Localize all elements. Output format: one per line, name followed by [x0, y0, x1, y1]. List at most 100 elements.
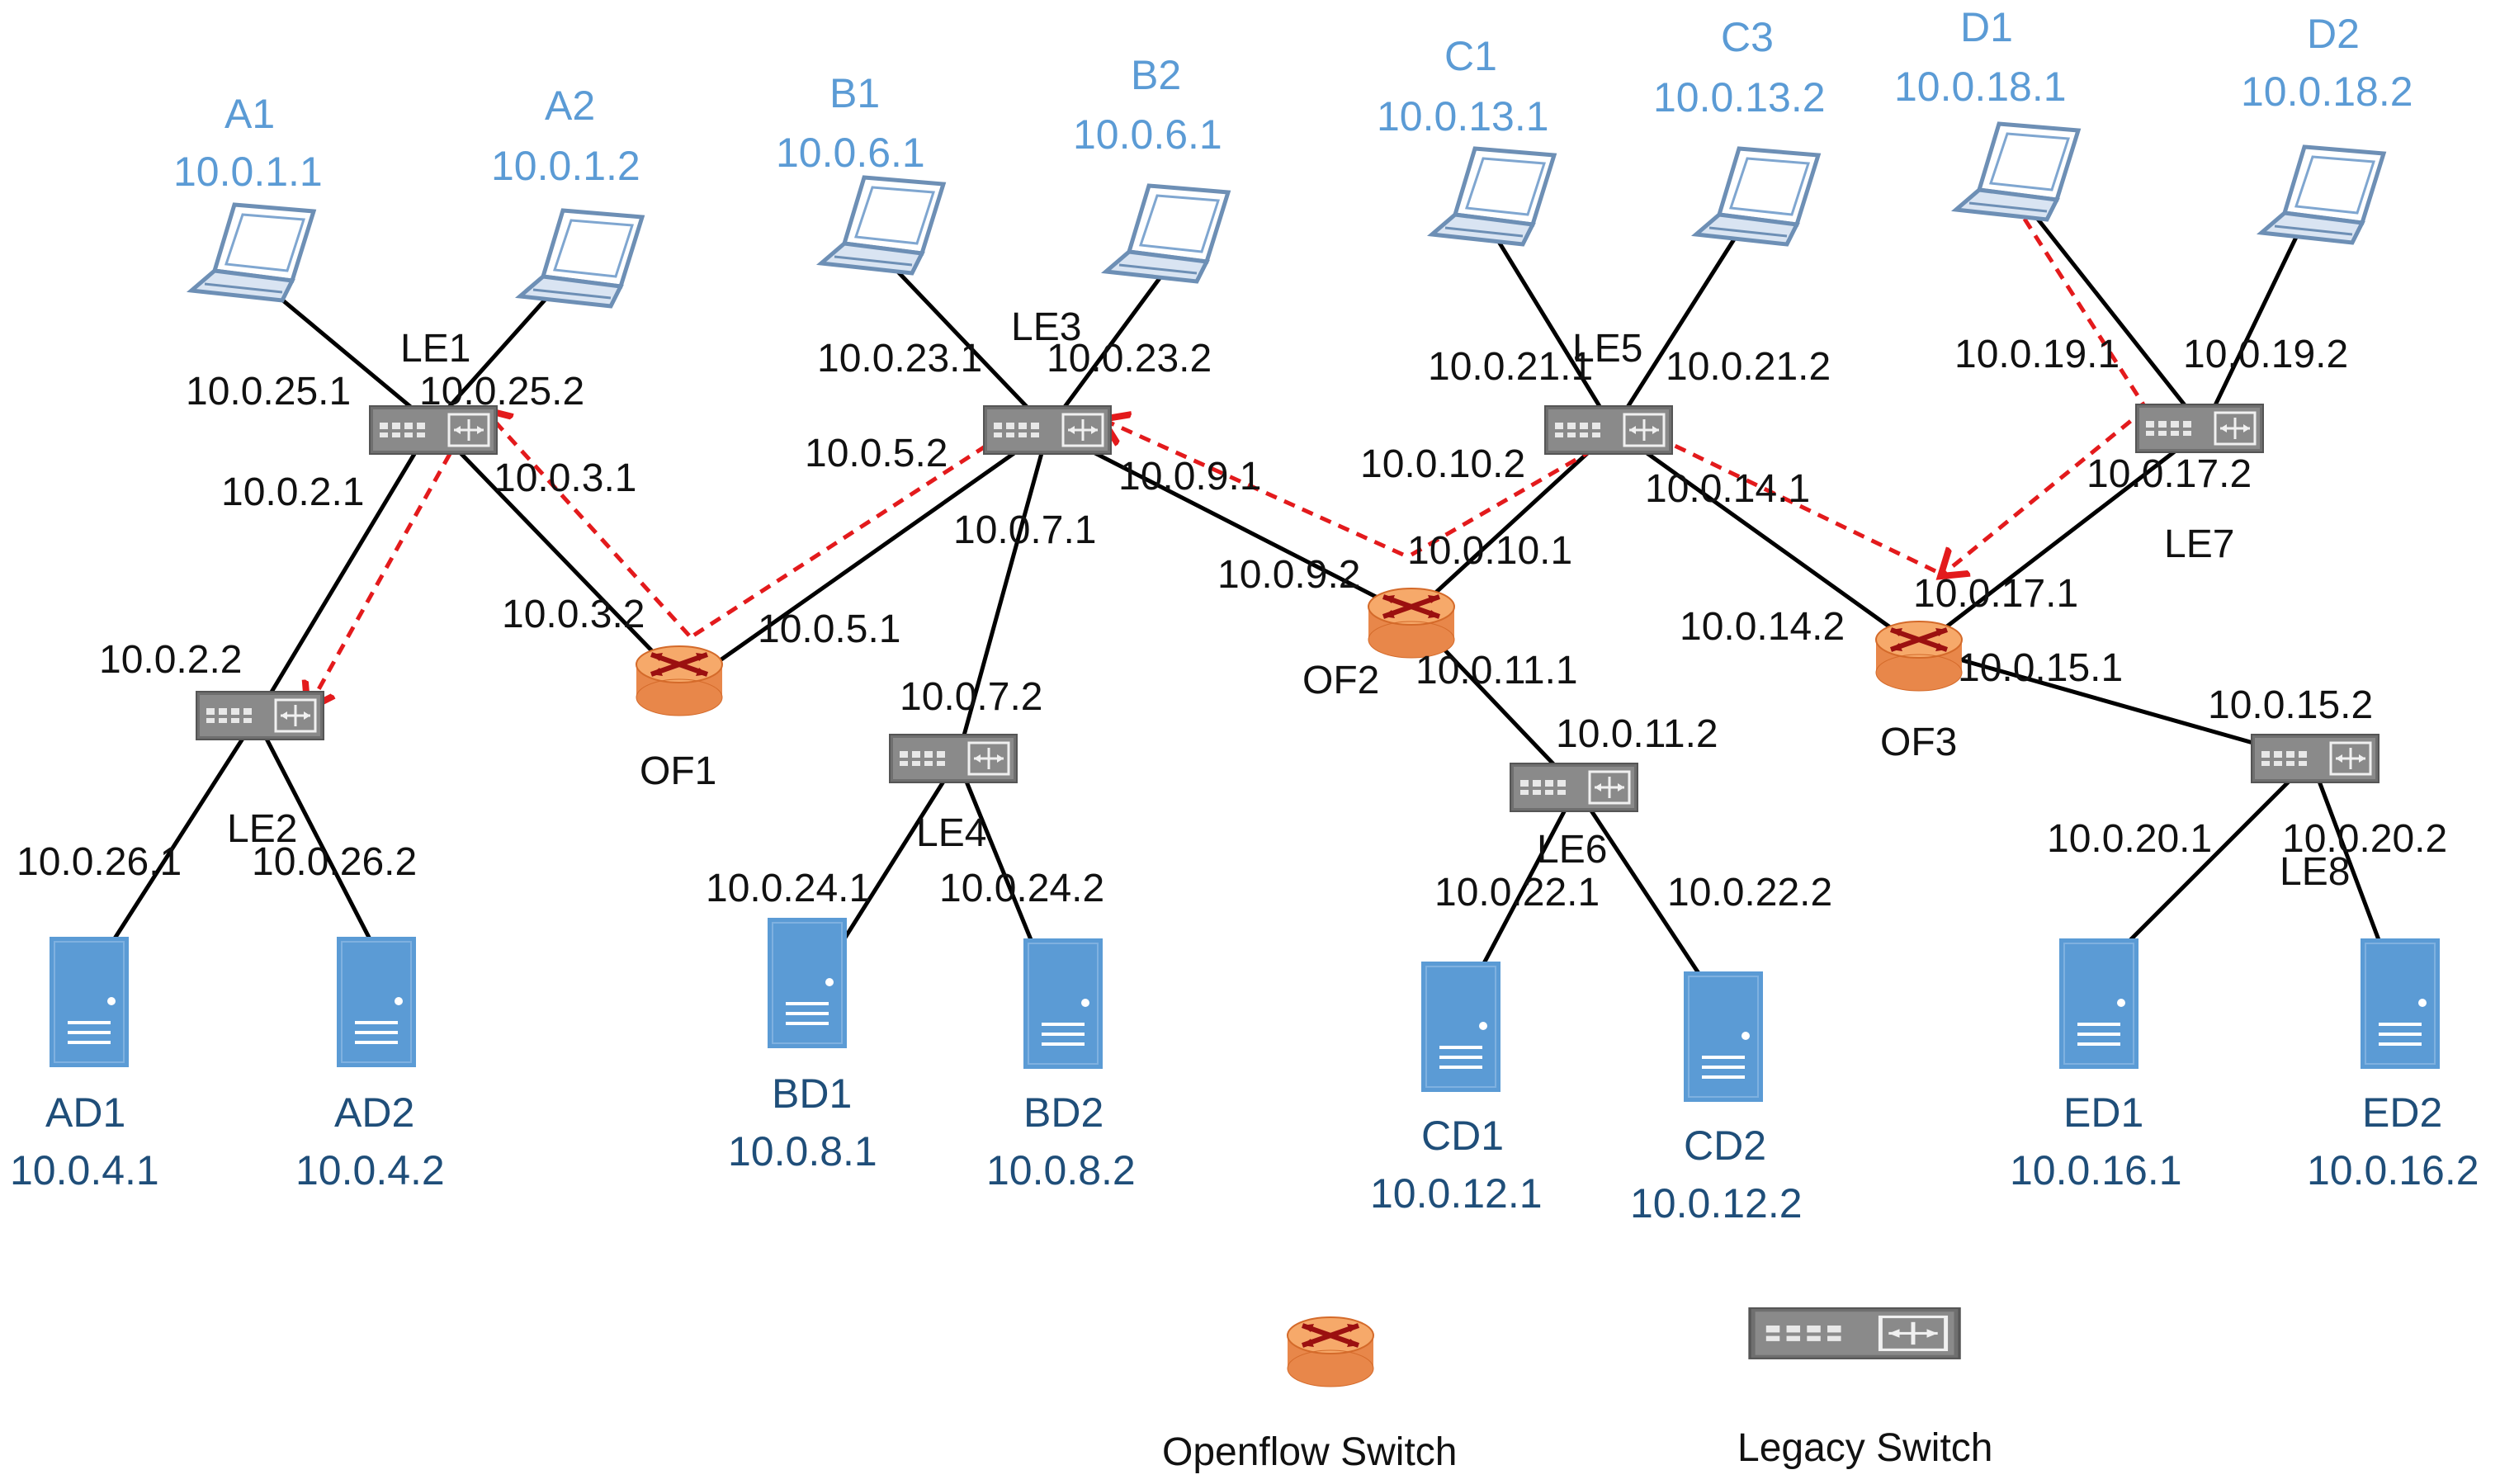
interface-ip: 10.0.19.1 [1954, 333, 2120, 376]
laptop-icon [1106, 186, 1228, 281]
host-a2[interactable]: A2 10.0.1.2 [491, 83, 642, 306]
host-ip: 10.0.13.1 [1377, 93, 1549, 139]
legacy-switch-le6[interactable]: LE6 [1509, 762, 1639, 872]
link-of1-le3 [683, 427, 1050, 688]
interface-ip-labels: 10.0.25.1 10.0.25.2 10.0.2.1 10.0.3.1 10… [17, 333, 2447, 915]
server-icon [1682, 970, 1765, 1104]
server-ed1[interactable]: ED1 10.0.16.1 [2010, 937, 2182, 1193]
server-name: ED1 [2063, 1089, 2143, 1136]
server-name: ED2 [2362, 1089, 2442, 1136]
switch-label: LE1 [400, 327, 470, 371]
host-b1[interactable]: B1 10.0.6.1 [776, 70, 943, 273]
openflow-switch-of1[interactable]: OF1 [636, 646, 722, 793]
interface-ip: 10.0.17.2 [2086, 452, 2252, 496]
host-name: D1 [1960, 4, 2013, 50]
legacy-switch-le5[interactable]: LE5 [1543, 327, 1674, 456]
server-ip: 10.0.8.1 [728, 1128, 877, 1174]
server-icon [335, 935, 418, 1069]
switch-icon [1543, 404, 1674, 456]
legacy-switch-le7[interactable]: LE7 [2134, 403, 2265, 566]
host-c3[interactable]: C3 10.0.13.2 [1653, 14, 1826, 244]
flow-arrow-of3-le5 [1670, 442, 1937, 574]
server-name: BD1 [772, 1070, 852, 1117]
server-ip: 10.0.4.2 [295, 1147, 445, 1193]
server-ip: 10.0.12.1 [1370, 1170, 1543, 1217]
host-ip: 10.0.6.1 [1073, 111, 1222, 158]
laptop-icon [191, 205, 314, 300]
interface-ip: 10.0.14.1 [1645, 467, 1810, 511]
server-icon [1420, 960, 1502, 1094]
router-icon [1876, 621, 1962, 691]
legacy-switch-le1[interactable]: LE1 [368, 327, 499, 456]
legacy-switch-le2[interactable]: LE2 [195, 690, 325, 851]
host-c1[interactable]: C1 10.0.13.1 [1377, 33, 1554, 244]
legacy-switch-le4[interactable]: LE4 [888, 733, 1018, 855]
switch-icon [1750, 1308, 1959, 1359]
interface-ip: 10.0.19.2 [2183, 333, 2348, 376]
flow-arrow-of1-le1 [487, 413, 691, 637]
link-le1-le2 [253, 428, 432, 720]
server-icon [766, 916, 848, 1050]
host-name: A2 [545, 83, 595, 129]
link-of3-le8 [1918, 645, 2312, 762]
switch-label: LE2 [227, 807, 297, 851]
laptop-icon [1956, 124, 2078, 220]
interface-ip: 10.0.26.1 [17, 840, 182, 884]
server-name: AD2 [334, 1089, 414, 1136]
link-le6-cd2 [1574, 787, 1723, 1009]
interface-ip: 10.0.21.2 [1666, 345, 1831, 389]
host-a1[interactable]: A1 10.0.1.1 [173, 91, 323, 300]
legend-legacy-label: Legacy Switch [1737, 1426, 1993, 1470]
server-name: CD1 [1421, 1113, 1504, 1159]
link-c1-le5 [1487, 225, 1616, 431]
switch-icon [195, 690, 325, 741]
interface-ip: 10.0.20.1 [2047, 817, 2212, 861]
openflow-switch-of2[interactable]: OF2 [1302, 588, 1454, 702]
legend-openflow-label: Openflow Switch [1162, 1430, 1458, 1474]
link-le5-of2 [1410, 428, 1615, 617]
link-le1-of1 [436, 428, 687, 687]
host-d2[interactable]: D2 10.0.18.2 [2241, 11, 2413, 243]
legacy-switch-le8[interactable]: LE8 [2250, 733, 2380, 894]
host-name: C3 [1721, 14, 1774, 60]
server-ad1[interactable]: AD1 10.0.4.1 [10, 935, 159, 1193]
host-ip: 10.0.18.2 [2241, 69, 2413, 115]
server-icon [1022, 937, 1104, 1070]
legacy-switch-le3[interactable]: LE3 [982, 305, 1113, 456]
server-ip: 10.0.16.2 [2307, 1147, 2479, 1193]
server-bd2[interactable]: BD2 10.0.8.2 [986, 937, 1136, 1193]
interface-ip: 10.0.10.1 [1407, 529, 1572, 573]
host-b2[interactable]: B2 10.0.6.1 [1073, 52, 1228, 281]
link-b1-le3 [873, 246, 1050, 431]
link-le5-of3 [1612, 427, 1921, 650]
host-ip: 10.0.1.1 [173, 149, 323, 195]
interface-ip: 10.0.20.2 [2282, 817, 2447, 861]
link-d1-le7 [2016, 192, 2205, 431]
server-bd1[interactable]: BD1 10.0.8.1 [728, 916, 877, 1174]
interface-ip: 10.0.7.1 [953, 508, 1096, 552]
host-d1[interactable]: D1 10.0.18.1 [1894, 4, 2078, 220]
interface-ip: 10.0.10.2 [1360, 442, 1525, 486]
host-name: D2 [2307, 11, 2360, 57]
server-ad2[interactable]: AD2 10.0.4.2 [295, 935, 445, 1193]
router-icon [1288, 1317, 1373, 1387]
server-cd2[interactable]: CD2 10.0.12.2 [1630, 970, 1803, 1226]
switch-label: LE8 [2280, 850, 2350, 894]
openflow-switch-of3[interactable]: OF3 [1876, 621, 1962, 764]
switch-label: LE6 [1537, 828, 1607, 872]
interface-ip: 10.0.3.2 [502, 593, 645, 636]
link-b2-le3 [1046, 254, 1179, 431]
server-icon [48, 935, 130, 1069]
flow-arrow-le5-of2 [1406, 447, 1595, 560]
interface-ip: 10.0.22.1 [1434, 871, 1600, 915]
host-ip: 10.0.1.2 [491, 143, 640, 189]
server-cd1[interactable]: CD1 10.0.12.1 [1370, 960, 1543, 1217]
host-name: B2 [1131, 52, 1181, 98]
server-ip: 10.0.16.1 [2010, 1147, 2182, 1193]
laptop-icon [821, 177, 943, 273]
server-name: BD2 [1023, 1089, 1103, 1136]
interface-ip: 10.0.22.2 [1667, 871, 1832, 915]
openflow-label: OF2 [1302, 659, 1379, 702]
switch-label: LE4 [916, 811, 986, 855]
server-ed2[interactable]: ED2 10.0.16.2 [2307, 937, 2479, 1193]
